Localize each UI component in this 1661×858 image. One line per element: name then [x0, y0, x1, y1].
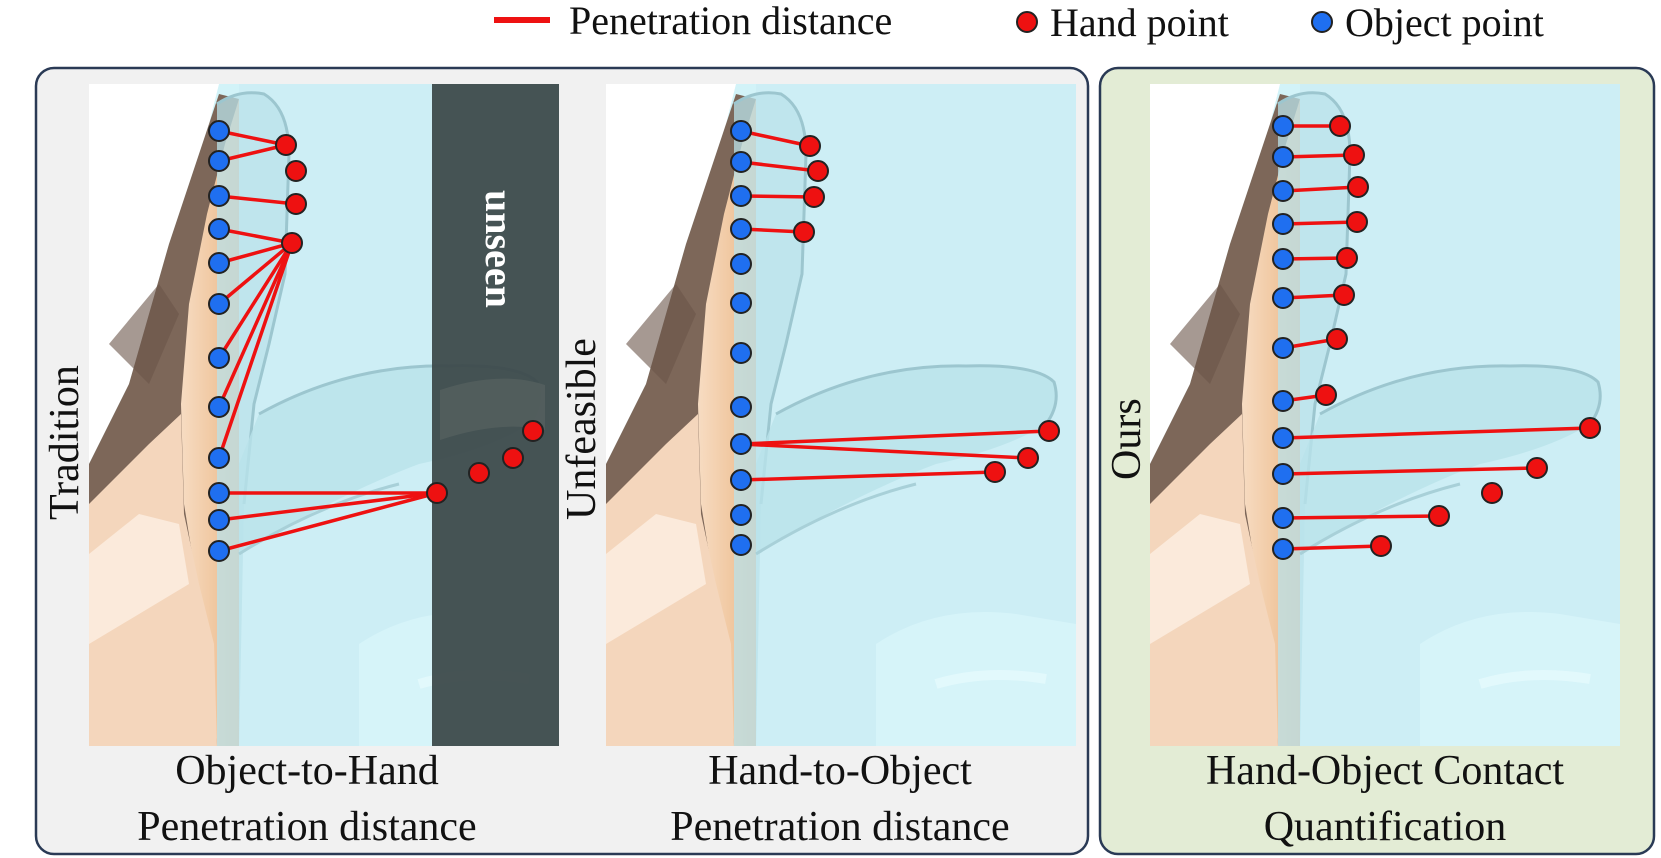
unfeasible-caption-line1: Hand-to-Object: [708, 748, 972, 794]
unfeasible-side-label: Unfeasible: [559, 338, 605, 520]
object-points: [1272, 115, 1294, 560]
legend-hand-point-label: Hand point: [1050, 0, 1229, 45]
object-points: [208, 120, 230, 562]
object-point-legend-icon: [1311, 11, 1333, 33]
ours-caption-line2: Quantification: [1264, 804, 1507, 850]
unfeasible-caption-line2: Penetration distance: [670, 804, 1009, 850]
tradition-caption-line1: Object-to-Hand: [175, 748, 439, 794]
legend-object-point-label: Object point: [1345, 0, 1544, 45]
legend-penetration-label: Penetration distance: [569, 0, 892, 43]
ours-side-label: Ours: [1104, 398, 1150, 480]
panel-ours: Ours Hand-Object: [1104, 84, 1620, 850]
penetration-lines: [740, 129, 1050, 482]
ours-caption-line1: Hand-Object Contact: [1206, 748, 1564, 794]
hand-points: [1315, 115, 1601, 557]
hand-point-legend-icon: [1016, 11, 1038, 33]
object-points: [730, 120, 752, 556]
contact-lines: [1282, 124, 1591, 551]
panel-unfeasible: Unfeasible Hand-to-Object Penetration di…: [559, 84, 1076, 850]
panel-tradition: unseen Tradition Object-to-: [42, 84, 559, 850]
tradition-caption-line2: Penetration distance: [137, 804, 476, 850]
legend: Penetration distance Hand point Object p…: [494, 0, 1544, 45]
unseen-label: unseen: [477, 190, 522, 308]
penetration-lines: [217, 129, 438, 553]
tradition-side-label: Tradition: [42, 365, 88, 520]
hand-points: [275, 134, 544, 504]
hand-points: [793, 135, 1060, 483]
